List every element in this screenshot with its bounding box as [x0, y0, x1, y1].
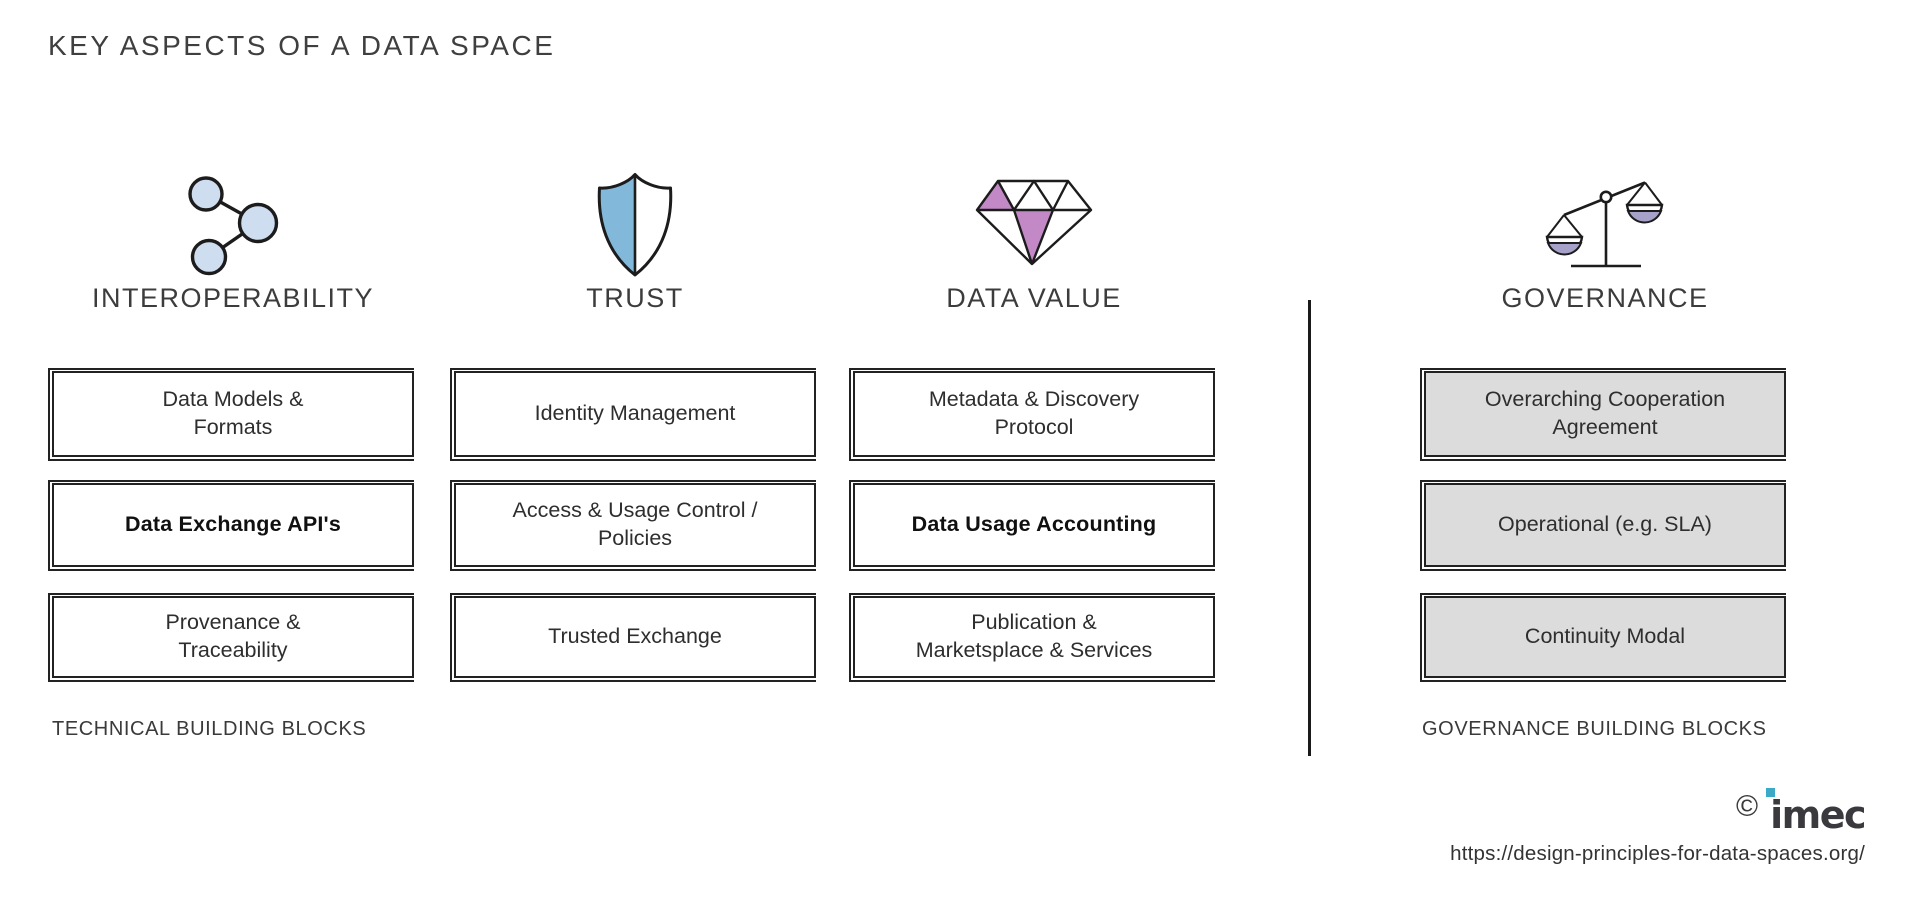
block-label: Continuity Modal	[1524, 624, 1686, 649]
column-interoperability: INTEROPERABILITY Data Models & Formats D…	[48, 0, 414, 907]
block-metadata-discovery-protocol: Metadata & Discovery Protocol	[849, 368, 1215, 461]
block-trusted-exchange: Trusted Exchange	[450, 593, 816, 682]
block-label: Data Models & Formats	[162, 387, 304, 439]
block-label: Access & Usage Control / Policies	[512, 498, 758, 550]
block-identity-management: Identity Management	[450, 368, 816, 461]
column-data-value: DATA VALUE Metadata & Discovery Protocol…	[849, 0, 1215, 907]
imec-wordmark: imec	[1770, 793, 1866, 837]
block-data-exchange-apis: Data Exchange API's	[48, 480, 414, 571]
block-data-usage-accounting: Data Usage Accounting	[849, 480, 1215, 571]
block-data-models-formats: Data Models & Formats	[48, 368, 414, 461]
shield-icon	[594, 171, 676, 283]
block-label: Provenance & Traceability	[165, 610, 301, 662]
page-title: KEY ASPECTS OF A DATA SPACE	[48, 30, 556, 61]
imec-credit: © imec	[1735, 788, 1866, 834]
block-operational-sla: Operational (e.g. SLA)	[1420, 480, 1786, 571]
copyright-symbol: ©	[1735, 790, 1759, 823]
balance-scale-icon	[1541, 170, 1669, 275]
column-governance: GOVERNANCE Overarching Cooperation Agree…	[1420, 0, 1786, 907]
block-continuity-modal: Continuity Modal	[1420, 593, 1786, 682]
block-label: Data Exchange API's	[124, 512, 342, 537]
section-divider-line	[1308, 300, 1311, 756]
block-label: Metadata & Discovery Protocol	[928, 387, 1140, 439]
block-overarching-cooperation-agreement: Overarching Cooperation Agreement	[1420, 368, 1786, 461]
imec-logo-dot	[1766, 788, 1776, 797]
block-label: Trusted Exchange	[548, 624, 722, 649]
source-url: https://design-principles-for-data-space…	[1450, 842, 1865, 865]
network-nodes-icon	[181, 170, 285, 283]
block-access-usage-control: Access & Usage Control / Policies	[450, 480, 816, 571]
diamond-icon	[975, 177, 1093, 272]
block-label: Operational (e.g. SLA)	[1498, 512, 1712, 537]
governance-building-blocks-label: GOVERNANCE BUILDING BLOCKS	[1422, 718, 1767, 740]
column-header-data-value: DATA VALUE	[946, 283, 1122, 313]
column-header-interoperability: INTEROPERABILITY	[91, 283, 375, 313]
block-publication-marketplace-services: Publication & Marketsplace & Services	[849, 593, 1215, 682]
block-label: Publication & Marketsplace & Services	[915, 610, 1153, 662]
block-label: Overarching Cooperation Agreement	[1484, 387, 1726, 439]
block-provenance-traceability: Provenance & Traceability	[48, 593, 414, 682]
block-label: Data Usage Accounting	[911, 512, 1157, 537]
column-header-governance: GOVERNANCE	[1501, 283, 1709, 313]
column-trust: TRUST Identity Management Access & Usage…	[450, 0, 816, 907]
block-label: Identity Management	[534, 401, 736, 426]
technical-building-blocks-label: TECHNICAL BUILDING BLOCKS	[52, 718, 367, 740]
column-header-trust: TRUST	[586, 283, 684, 313]
imec-logo: imec	[1766, 788, 1866, 834]
